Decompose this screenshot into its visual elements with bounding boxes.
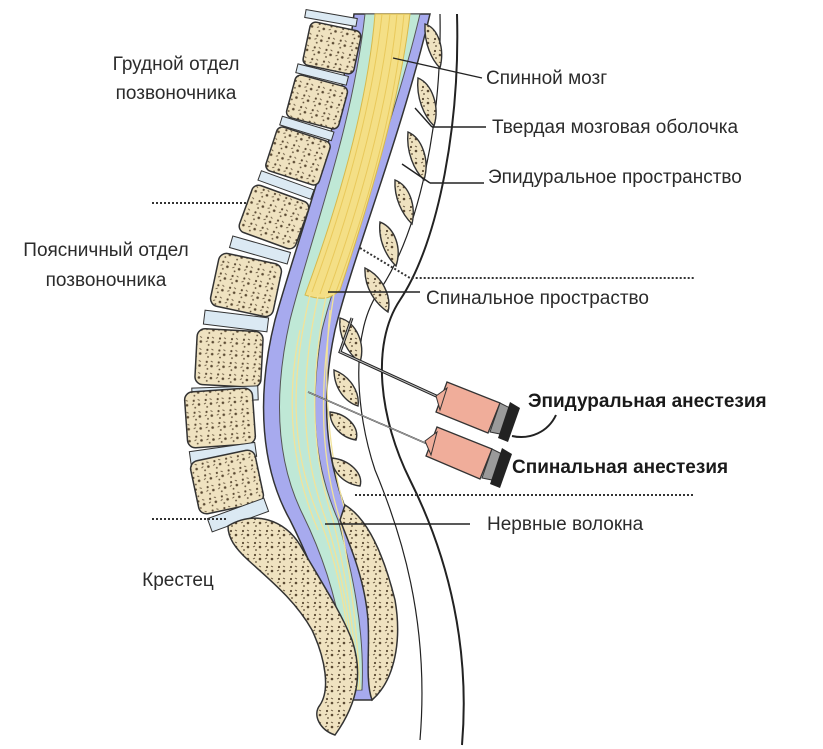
- spinous-process: [379, 221, 399, 268]
- spinal-cord: [304, 13, 411, 299]
- epidural-syringe-flange: [498, 402, 520, 442]
- vertebra-body: [285, 74, 349, 130]
- vertebra-body: [238, 184, 310, 250]
- spinous-process: [424, 23, 443, 70]
- spinal-syringe: [307, 391, 512, 488]
- epidural-syringe-hub: [435, 386, 448, 412]
- cord-fibers: [311, 13, 405, 295]
- leader-dura: [414, 107, 433, 128]
- spinous-process: [394, 178, 414, 226]
- disc: [304, 8, 358, 28]
- vertebra-body: [189, 449, 265, 515]
- disc: [202, 309, 270, 333]
- label-epidural-anesthesia: Эпидуральная анестезия: [528, 391, 767, 412]
- vertebra-body: [194, 327, 264, 389]
- spinous-line: [358, 13, 441, 741]
- label-spinal-anesthesia: Спинальная анестезия: [512, 457, 728, 478]
- epidural-catheter: [511, 414, 557, 438]
- label-spinal-space: Спинальное простраство: [426, 288, 649, 309]
- vertebra-body: [183, 387, 257, 449]
- leader-spinal-cord: [392, 57, 483, 79]
- label-lumbar-line1: Поясничный отдел: [23, 240, 188, 261]
- vertebra-body: [302, 21, 362, 75]
- epidural-syringe: [338, 317, 557, 442]
- vertebra-body: [265, 126, 331, 186]
- label-thoracic-line2: позвоночника: [116, 83, 237, 104]
- disc: [257, 170, 315, 200]
- sacral-posterior: [339, 503, 399, 702]
- label-lumbar-line2: позвоночника: [46, 270, 167, 291]
- label-epidural-space: Эпидуральное пространство: [488, 167, 742, 188]
- disc: [228, 235, 292, 265]
- disc: [279, 115, 335, 142]
- back-skin-line: [380, 13, 465, 746]
- spinal-syringe-flange: [490, 448, 512, 488]
- spinal-syringe-hub: [424, 430, 438, 457]
- spinous-process: [407, 130, 427, 182]
- label-nerve-fibers: Нервные волокна: [487, 514, 644, 535]
- vertebral-column: [183, 8, 399, 736]
- label-spinal-cord: Спинной мозг: [486, 68, 607, 89]
- cord-end-divider: [359, 247, 695, 279]
- spinous-process: [329, 411, 358, 441]
- spinous-process: [417, 76, 437, 128]
- spinous-process: [333, 368, 359, 407]
- label-sacrum: Крестец: [142, 570, 214, 591]
- nerve-fibers: [291, 293, 361, 691]
- disc: [295, 63, 350, 86]
- label-dura-mater: Твердая мозговая оболочка: [492, 117, 738, 138]
- vertebra-body: [209, 252, 283, 318]
- leader-epidural-space: [401, 163, 431, 184]
- spinous-process: [331, 457, 362, 487]
- sacrum-bone: [227, 517, 359, 736]
- label-thoracic-line1: Грудной отдел: [113, 54, 240, 75]
- spinous-process: [364, 266, 390, 314]
- spinous-processes: [329, 23, 443, 487]
